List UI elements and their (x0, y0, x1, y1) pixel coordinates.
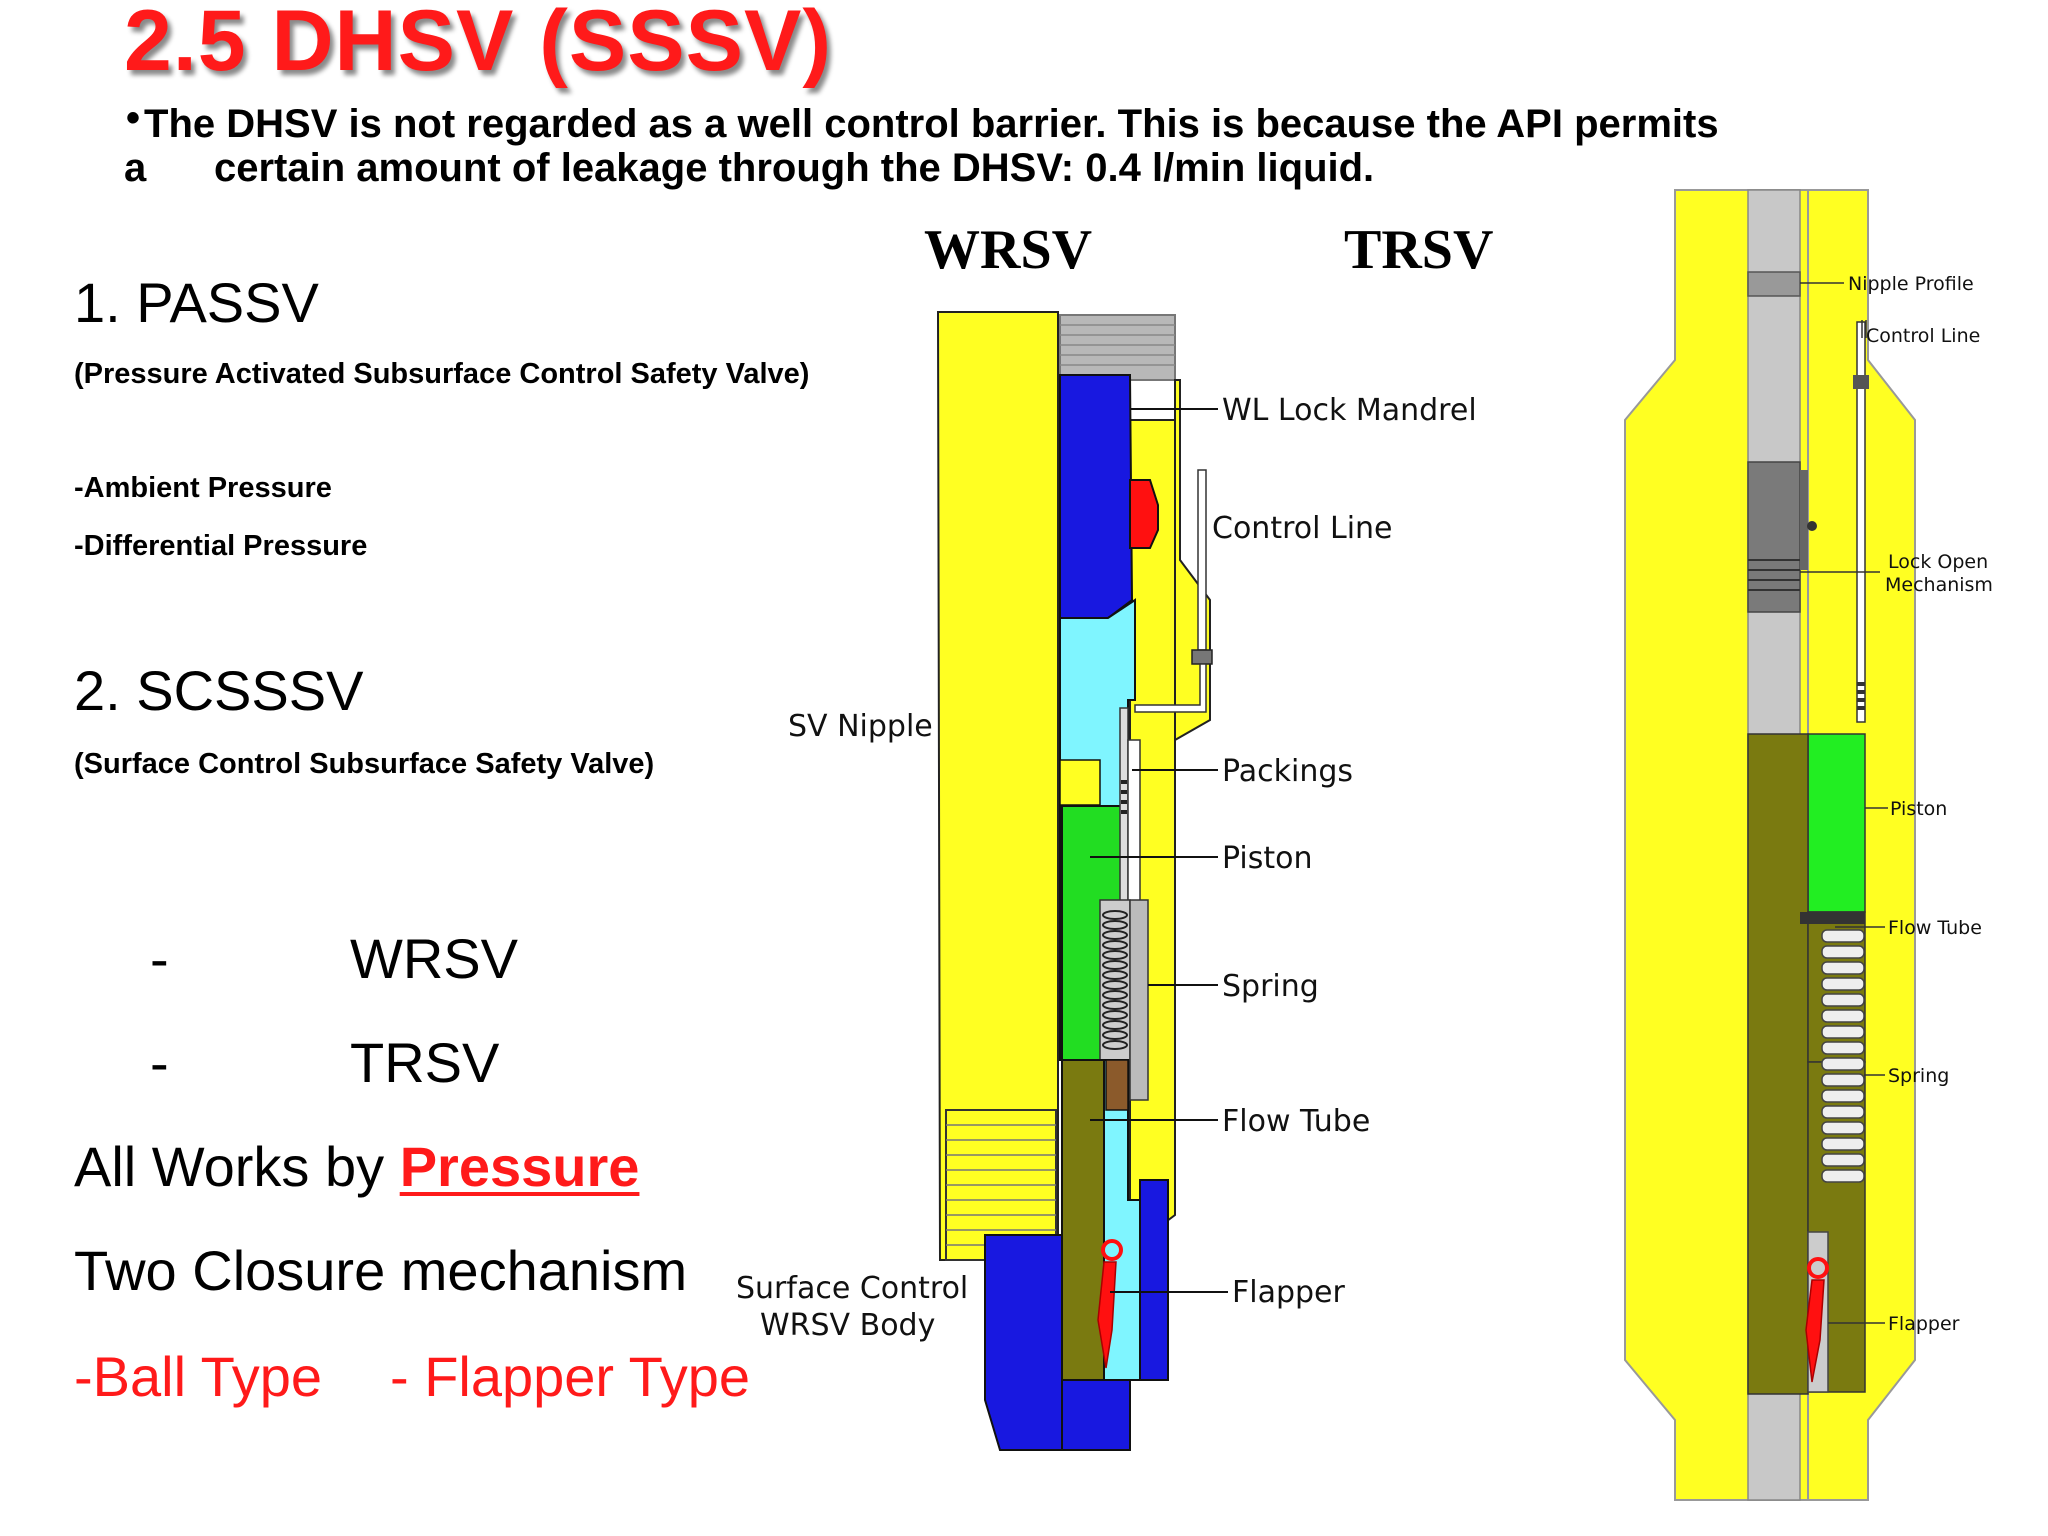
lock-open-tab (1800, 470, 1808, 570)
lock-open-pin (1807, 521, 1817, 531)
label-wl-lock-mandrel: WL Lock Mandrel (1222, 393, 1477, 428)
label-body-line1: Surface Control (736, 1271, 968, 1306)
wrsv-diagram: WL Lock Mandrel Control Line SV Nipple P… (736, 311, 1477, 1451)
label-sv-nipple: SV Nipple (788, 709, 933, 744)
trsv-label-spring: Spring (1888, 1065, 1949, 1087)
trsv-label-lock-open-1: Lock Open (1888, 551, 1988, 573)
trsv-heading: TRSV (1344, 219, 1494, 281)
trsv-flapper (1805, 1279, 1825, 1383)
control-line-connector (1853, 375, 1869, 389)
list-trsv: TRSV (350, 1031, 500, 1094)
trsv-diagram: Nipple Profile Control Line Lock Open Me… (1624, 189, 1993, 1501)
list-wrsv: WRSV (350, 927, 518, 990)
trsv-label-control-line: Control Line (1866, 325, 1980, 347)
spring-sleeve (1129, 899, 1149, 1101)
spring (1102, 910, 1128, 1050)
intro-text-1: The DHSV is not regarded as a well contr… (144, 102, 1719, 146)
wl-lock-mandrel (1059, 374, 1134, 619)
item-scsssv: 2. SCSSSV (74, 659, 364, 722)
packing-bore (1127, 739, 1141, 911)
trsv-label-flow-tube: Flow Tube (1888, 917, 1982, 939)
flapper-hinge (1101, 1239, 1123, 1261)
intro-text-2: certain amount of leakage through the DH… (214, 146, 1375, 190)
all-works-line: All Works by Pressure (74, 1134, 639, 1199)
wrsv-body-right (1139, 1179, 1169, 1381)
trsv-control-line (1856, 321, 1866, 723)
label-piston: Piston (1222, 841, 1313, 876)
trsv-label-piston: Piston (1890, 798, 1947, 820)
body-insert (1059, 759, 1101, 806)
flow-tube-shoulder-trsv (1800, 912, 1865, 924)
control-line-fitting (1191, 649, 1213, 665)
intro-prefix: a (124, 146, 147, 190)
item-scsssv-desc: (Surface Control Subsurface Safety Valve… (74, 748, 655, 780)
slide-title: 2.5 DHSV (SSSV) (124, 0, 832, 89)
ambient-pressure: -Ambient Pressure (74, 472, 332, 504)
surface-control-wrsv-body (984, 1234, 1063, 1451)
label-body-line2: WRSV Body (760, 1308, 935, 1343)
all-works-text: All Works by (74, 1135, 400, 1198)
nipple-profile (1747, 271, 1801, 297)
lock-dog (1129, 479, 1159, 549)
trsv-label-nipple-profile: Nipple Profile (1848, 273, 1974, 295)
differential-pressure: -Differential Pressure (74, 530, 368, 562)
dash-2: - (150, 1031, 169, 1094)
control-line-tube (1197, 469, 1207, 651)
wrsv-heading: WRSV (924, 219, 1093, 281)
label-spring: Spring (1222, 969, 1319, 1004)
item-passv-desc: (Pressure Activated Subsurface Control S… (74, 358, 810, 390)
pressure-word: Pressure (399, 1135, 640, 1198)
wrsv-body-lower (1061, 1379, 1131, 1451)
intro-line-2: a certain amount of leakage through the D… (124, 146, 1374, 191)
trsv-label-lock-open-2: Mechanism (1885, 574, 1993, 596)
piston-rod (1119, 707, 1129, 909)
dash-1: - (150, 927, 169, 990)
control-line-passage (1134, 663, 1207, 713)
trsv-piston (1807, 733, 1866, 913)
two-closure: Two Closure mechanism (74, 1239, 688, 1302)
intro-line-1: •The DHSV is not regarded as a well cont… (126, 96, 1719, 147)
flow-tube (1061, 1059, 1105, 1381)
ball-type: -Ball Type (74, 1345, 322, 1408)
label-packings: Packings (1222, 754, 1353, 789)
label-flow-tube: Flow Tube (1222, 1104, 1370, 1139)
label-control-line: Control Line (1212, 511, 1393, 546)
trsv-label-flapper: Flapper (1888, 1313, 1960, 1335)
label-flapper: Flapper (1232, 1275, 1346, 1310)
flapper-type: - Flapper Type (390, 1345, 751, 1408)
bullet-icon: • (126, 96, 141, 140)
item-passv: 1. PASSV (74, 271, 319, 334)
trsv-flow-tube (1747, 733, 1809, 1395)
flow-tube-shoulder (1105, 1059, 1129, 1111)
flapper (1097, 1261, 1117, 1369)
trsv-flapper-hinge (1807, 1257, 1829, 1279)
trsv-spring (1821, 929, 1865, 1183)
